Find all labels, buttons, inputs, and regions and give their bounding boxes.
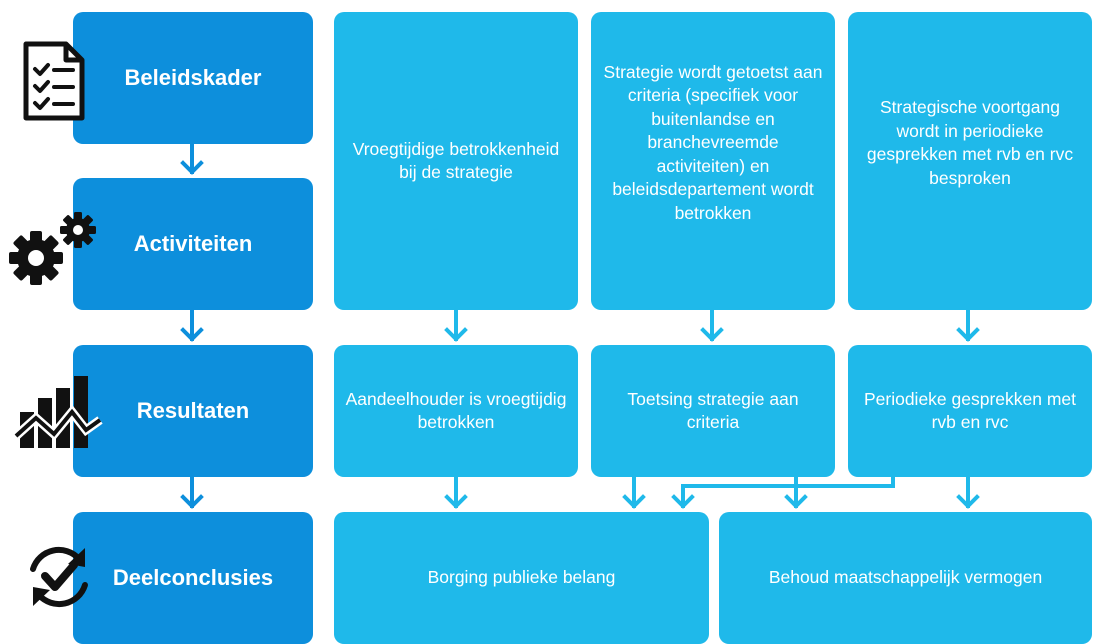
activity-box-2: Strategie wordt getoetst aan criteria (s…: [591, 12, 835, 310]
arrow-result-conclusion-3b: [671, 475, 895, 509]
result-box-1: Aandeelhouder is vroegtijdig betrokken: [334, 345, 578, 477]
row-beleidskader: Beleidskader: [73, 12, 313, 144]
activity-box-3: Strategische voortgang wordt in periodie…: [848, 12, 1092, 310]
arrow-result-conclusion-2a: [622, 475, 646, 509]
row-deelconclusies-label: Deelconclusies: [112, 565, 274, 590]
row-resultaten: Resultaten: [73, 345, 313, 477]
arrow-result-conclusion-3a: [956, 475, 980, 509]
activity-box-1: Vroegtijdige betrokkenheid bij de strate…: [334, 12, 578, 310]
arrow-activity-result-1: [444, 308, 468, 342]
arrow-left-1: [180, 142, 204, 175]
activity-text-2: Strategie wordt getoetst aan criteria (s…: [603, 61, 823, 223]
checklist-icon: [23, 41, 85, 121]
arrow-left-3: [180, 475, 204, 509]
conclusion-box-right: Behoud maatschappelijk vermogen: [719, 512, 1092, 644]
gears-icon: [9, 212, 96, 285]
result-text-1: Aandeelhouder is vroegtijdig betrokken: [345, 388, 567, 433]
result-text-3: Periodieke gesprekken met rvb en rvc: [863, 388, 1077, 433]
activity-text-1: Vroegtijdige betrokkenheid bij de strate…: [352, 138, 560, 183]
arrow-activity-result-2: [700, 308, 724, 342]
result-box-2: Toetsing strategie aan criteria: [591, 345, 835, 477]
activity-text-3: Strategische voortgang wordt in periodie…: [866, 97, 1074, 188]
conclusion-text-right: Behoud maatschappelijk vermogen: [768, 567, 1043, 588]
row-activiteiten-label: Activiteiten: [133, 231, 253, 256]
row-beleidskader-label: Beleidskader: [124, 65, 262, 90]
conclusion-text-left: Borging publieke belang: [427, 567, 616, 588]
row-activiteiten: Activiteiten: [73, 178, 313, 310]
row-resultaten-label: Resultaten: [136, 398, 250, 423]
arrow-result-conclusion-2b: [784, 475, 808, 509]
conclusion-box-left: Borging publieke belang: [334, 512, 709, 644]
result-text-2: Toetsing strategie aan criteria: [627, 388, 799, 433]
row-deelconclusies: Deelconclusies: [73, 512, 313, 644]
arrow-activity-result-3: [956, 308, 980, 342]
arrow-left-2: [180, 308, 204, 342]
refresh-check-icon: [30, 546, 88, 608]
arrow-result-conclusion-1: [444, 475, 468, 509]
chart-icon: [14, 376, 103, 448]
result-box-3: Periodieke gesprekken met rvb en rvc: [848, 345, 1092, 477]
